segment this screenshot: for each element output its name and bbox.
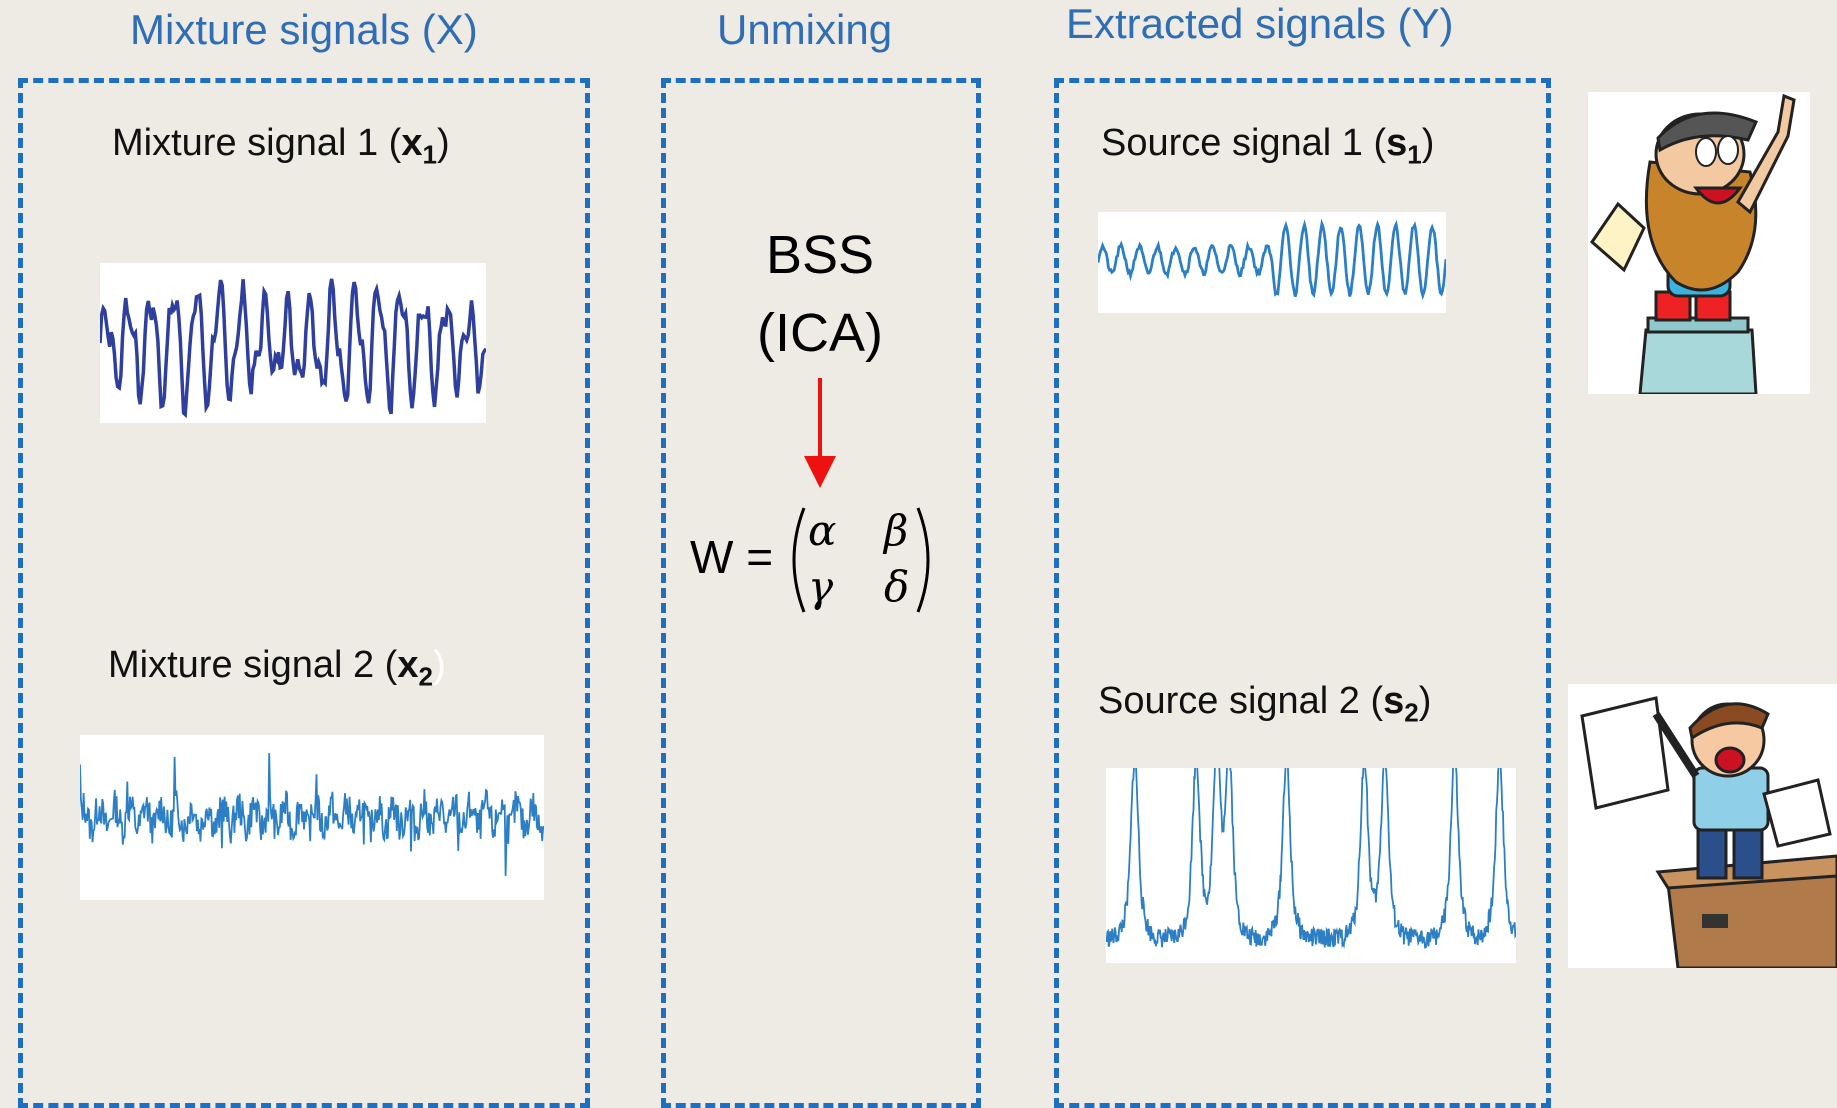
matrix-alpha: α — [808, 506, 837, 555]
mixture-signal-1-waveform — [100, 263, 486, 423]
unmixing-heading: Unmixing — [717, 6, 893, 53]
matrix-beta: β — [884, 506, 909, 555]
source-signal-1-waveform — [1098, 212, 1446, 313]
matrix-delta: δ — [884, 562, 910, 611]
newspaper-boy-cartoon — [1568, 684, 1837, 968]
mixture-panel — [18, 78, 590, 1108]
source-signal-2-label: Source signal 2 (s2) — [1098, 680, 1432, 728]
source-signal-1-label: Source signal 1 (s1) — [1101, 122, 1435, 170]
source-signal-2-waveform — [1106, 768, 1516, 963]
bearded-man-cartoon — [1588, 92, 1810, 394]
bss-ica-label: BSS (ICA) — [757, 225, 883, 364]
mixture-signal-2-label: Mixture signal 2 (x2) — [108, 644, 446, 692]
matrix-gamma: γ — [808, 562, 834, 611]
mixture-signal-1-label: Mixture signal 1 (x1) — [112, 122, 450, 170]
mixture-signal-2-waveform — [80, 735, 544, 900]
matrix-name: W = — [690, 531, 774, 583]
mixture-heading: Mixture signals (X) — [130, 6, 478, 53]
unmixing-matrix: W = α β γ δ — [690, 500, 950, 620]
down-arrow-icon — [804, 378, 836, 488]
extracted-heading: Extracted signals (Y) — [1066, 0, 1454, 47]
